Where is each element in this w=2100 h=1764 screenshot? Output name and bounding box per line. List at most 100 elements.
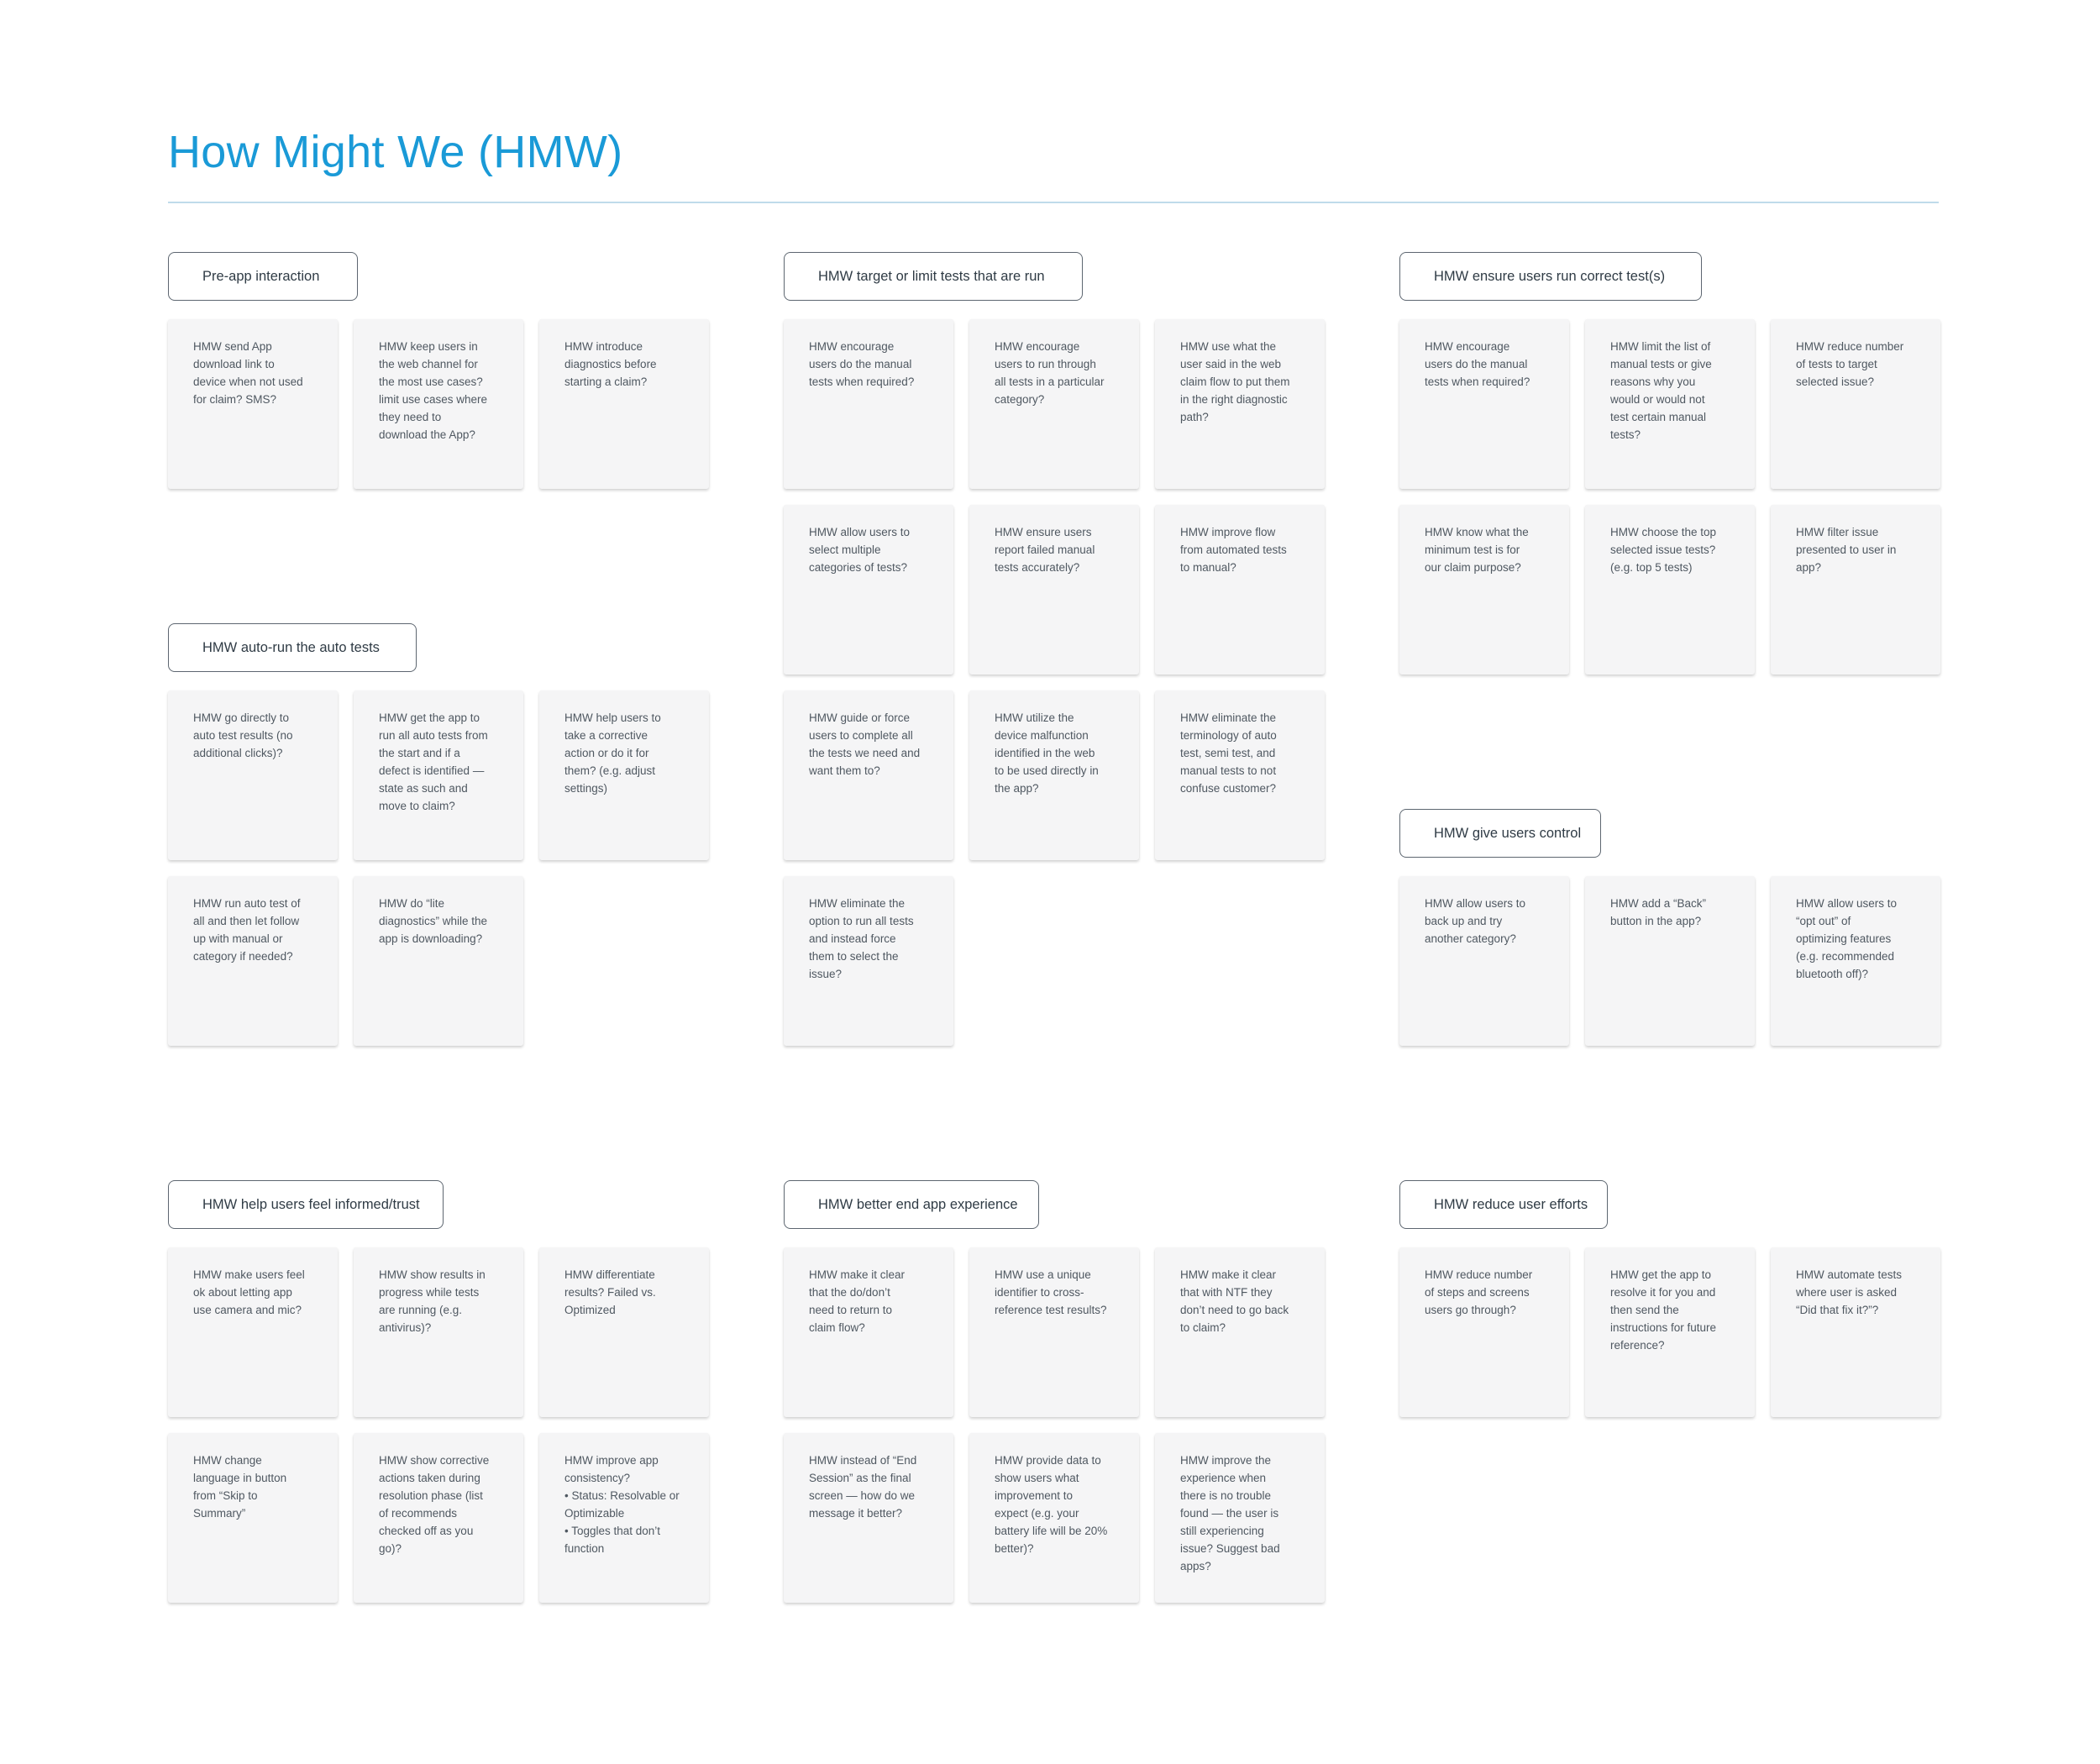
sticky-note-text: additional clicks)? [193,747,283,759]
sticky-note-text: tests? [1610,428,1641,441]
sticky-note-text: users to complete all [809,729,913,742]
sticky-note-text: Optimized [564,1304,616,1316]
sticky-note-text: HMW make it clear [1180,1268,1277,1281]
sticky-note-text: up with manual or [193,932,283,945]
sticky-note-text: Optimizable [564,1507,625,1520]
sticky-note-text: found — the user is [1180,1507,1279,1520]
sticky-note-text: HMW allow users to [1796,897,1898,910]
sticky-note-text: for claim? SMS? [193,393,277,406]
sticky-note-text: HMW add a “Back” [1610,897,1707,910]
sticky-note-text: selected issue tests? [1610,543,1716,556]
sticky-note-text: issue? [809,968,843,980]
sticky-note-text: of steps and screens [1425,1286,1530,1299]
group-label: HMW auto-run the auto tests [168,623,417,672]
sticky-note[interactable]: HMW utilize the device malfunction identif… [969,690,1139,860]
sticky-note-text: tests accurately? [995,561,1080,574]
sticky-note-text: user said in the web [1180,358,1282,370]
sticky-note-text: HMW improve flow [1180,526,1276,538]
sticky-note-text: starting a claim? [564,375,648,388]
sticky-note-text: function [564,1542,605,1555]
sticky-note-text: reasons why you [1610,375,1696,388]
sticky-note-text: show users what [995,1472,1079,1484]
sticky-note-text: the most use cases? [379,375,483,388]
sticky-note-text: HMW instead of “End [809,1454,917,1467]
sticky-note-text: categories of tests? [809,561,908,574]
sticky-note-text: settings) [564,782,608,795]
sticky-note-text: resolve it for you and [1610,1286,1716,1299]
sticky-note-text: HMW choose the top [1610,526,1717,538]
sticky-note-text: HMW eliminate the [1180,711,1277,724]
sticky-note-text: HMW make it clear [809,1268,906,1281]
group-label: HMW reduce user efforts [1399,1180,1608,1229]
sticky-note-text: HMW get the app to [379,711,480,724]
sticky-note-text: category if needed? [193,950,293,963]
sticky-note-text: HMW eliminate the [809,897,906,910]
sticky-note-text: device when not used [193,375,303,388]
sticky-note-text: HMW get the app to [1610,1268,1712,1281]
sticky-note-text: don’t need to go back [1180,1304,1289,1316]
sticky-note-text: them? (e.g. adjust [564,764,656,777]
sticky-note-text: select multiple [809,543,881,556]
sticky-note-text: HMW utilize the [995,711,1074,724]
sticky-note[interactable]: HMW get the app to resolve it for you and… [1585,1247,1755,1417]
sticky-note-text: would or would not [1610,393,1705,406]
sticky-note-text: checked off as you [379,1525,474,1537]
sticky-note-text: instructions for future [1610,1321,1717,1334]
sticky-note-text: all and then let follow [193,915,300,927]
sticky-note-text: HMW reduce number [1796,340,1904,353]
sticky-note-text: HMW send App [193,340,272,353]
sticky-note-text: device malfunction [995,729,1089,742]
sticky-note-text: manual tests to not [1180,764,1277,777]
sticky-note-text: optimizing features [1796,932,1892,945]
sticky-note[interactable]: HMW add a “Back”button in the app? [1585,876,1755,1046]
sticky-note-text: auto test results (no [193,729,293,742]
sticky-note-text: diagnostics” while the [379,915,488,927]
sticky-note-text: go)? [379,1542,402,1555]
title-divider [168,202,1939,203]
sticky-note-text: app is downloading? [379,932,483,945]
sticky-note-text: issue? Suggest bad [1180,1542,1280,1555]
sticky-note-text: (e.g. recommended [1796,950,1895,963]
sticky-note-text: need to return to [809,1304,893,1316]
sticky-note-text: identified in the web [995,747,1095,759]
